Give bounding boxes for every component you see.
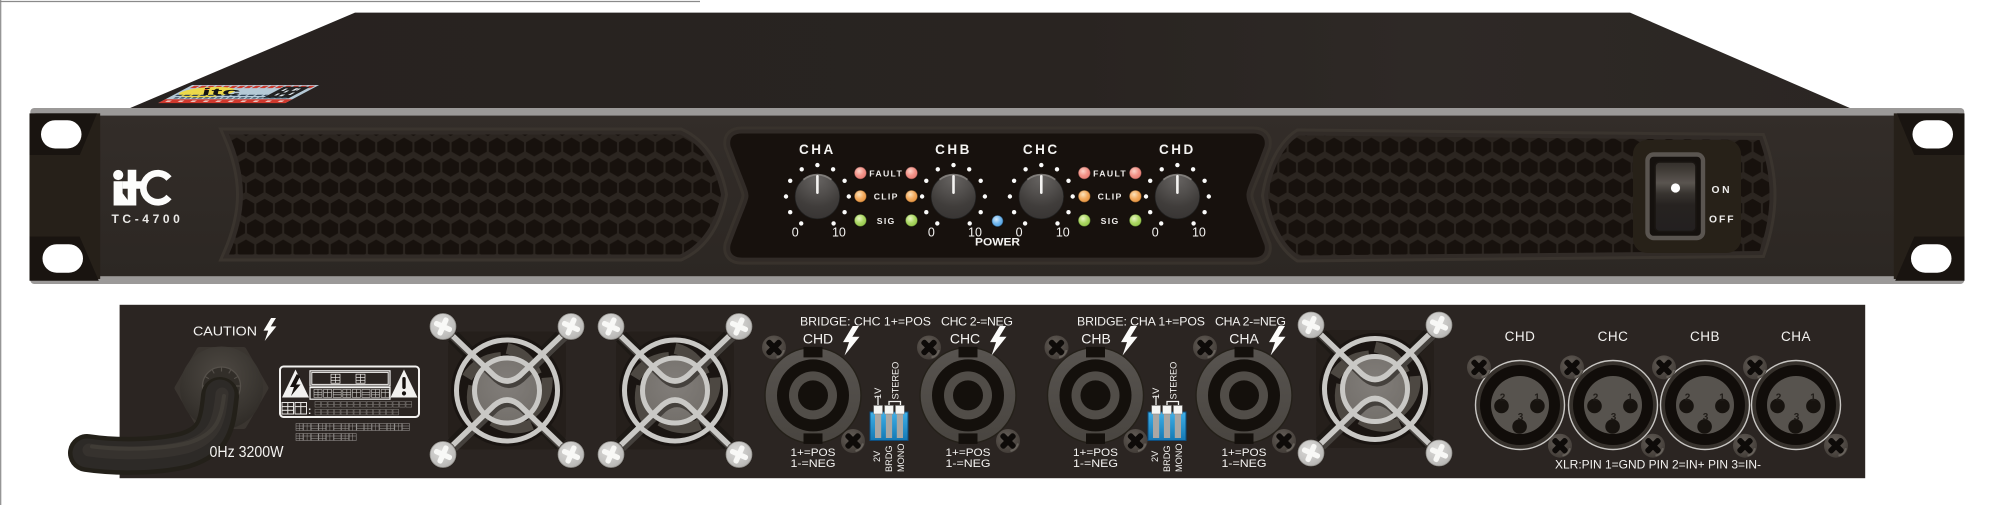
svg-text:1+=POS: 1+=POS: [1073, 447, 1118, 459]
svg-text:CHD: CHD: [1505, 329, 1536, 344]
svg-text:CLIP: CLIP: [874, 192, 899, 202]
svg-text:1-=NEG: 1-=NEG: [946, 458, 991, 470]
svg-text:BRIDGE: CHC 1+=POS: BRIDGE: CHC 1+=POS: [800, 315, 931, 329]
svg-text:itc: itc: [200, 87, 244, 98]
svg-text:POWER: POWER: [975, 237, 1020, 249]
svg-text:CHC: CHC: [1598, 329, 1629, 344]
svg-text:FAULT: FAULT: [869, 168, 903, 178]
svg-text:1-=NEG: 1-=NEG: [1222, 458, 1267, 470]
svg-text:1+=POS: 1+=POS: [791, 447, 836, 459]
svg-text:OFF: OFF: [1709, 214, 1736, 225]
svg-text:CAUTION: CAUTION: [193, 324, 257, 339]
svg-text:1-=NEG: 1-=NEG: [791, 458, 836, 470]
svg-text:XLR:PIN 1=GND PIN 2=IN+ PIN 3=: XLR:PIN 1=GND PIN 2=IN+ PIN 3=IN-: [1555, 458, 1761, 472]
svg-text:CHB: CHB: [1081, 331, 1111, 347]
svg-text:BRDG: BRDG: [884, 445, 894, 472]
svg-text:MONO: MONO: [1174, 443, 1184, 472]
svg-text:ON: ON: [1712, 185, 1733, 196]
svg-text:CLIP: CLIP: [1098, 192, 1123, 202]
svg-text:CHC: CHC: [950, 331, 980, 347]
svg-text:CHA: CHA: [799, 142, 836, 157]
svg-text:1+=POS: 1+=POS: [1222, 447, 1267, 459]
svg-text:CHC: CHC: [1023, 142, 1060, 157]
svg-text:SIG: SIG: [1101, 216, 1120, 226]
svg-text:SIG: SIG: [877, 216, 896, 226]
svg-text:2V: 2V: [1150, 450, 1160, 462]
svg-text:0Hz 3200W: 0Hz 3200W: [210, 444, 284, 461]
svg-text:BRDG: BRDG: [1162, 445, 1172, 472]
svg-text:TC-4700: TC-4700: [112, 212, 184, 226]
svg-text:1+=POS: 1+=POS: [946, 447, 991, 459]
svg-text:BRIDGE: CHA 1+=POS: BRIDGE: CHA 1+=POS: [1077, 315, 1205, 329]
svg-text:1V: 1V: [873, 387, 883, 399]
svg-text:STEREO: STEREO: [1169, 362, 1179, 400]
svg-text:CHD: CHD: [803, 331, 833, 347]
svg-text:1V: 1V: [1151, 387, 1161, 399]
svg-text:CHD: CHD: [1159, 142, 1196, 157]
svg-text:STEREO: STEREO: [891, 362, 901, 400]
svg-text:FAULT: FAULT: [1093, 168, 1127, 178]
svg-text:CHC 2-=NEG: CHC 2-=NEG: [941, 315, 1013, 329]
svg-text:1-=NEG: 1-=NEG: [1073, 458, 1118, 470]
svg-text:2V: 2V: [872, 450, 882, 462]
svg-text::: :: [308, 406, 311, 417]
svg-text:CHA 2-=NEG: CHA 2-=NEG: [1215, 315, 1286, 329]
svg-text:CHB: CHB: [935, 142, 972, 157]
svg-text:MONO: MONO: [896, 443, 906, 472]
svg-text:CHB: CHB: [1690, 329, 1720, 344]
svg-text:CHA: CHA: [1229, 331, 1259, 347]
svg-text:CHA: CHA: [1781, 329, 1811, 344]
